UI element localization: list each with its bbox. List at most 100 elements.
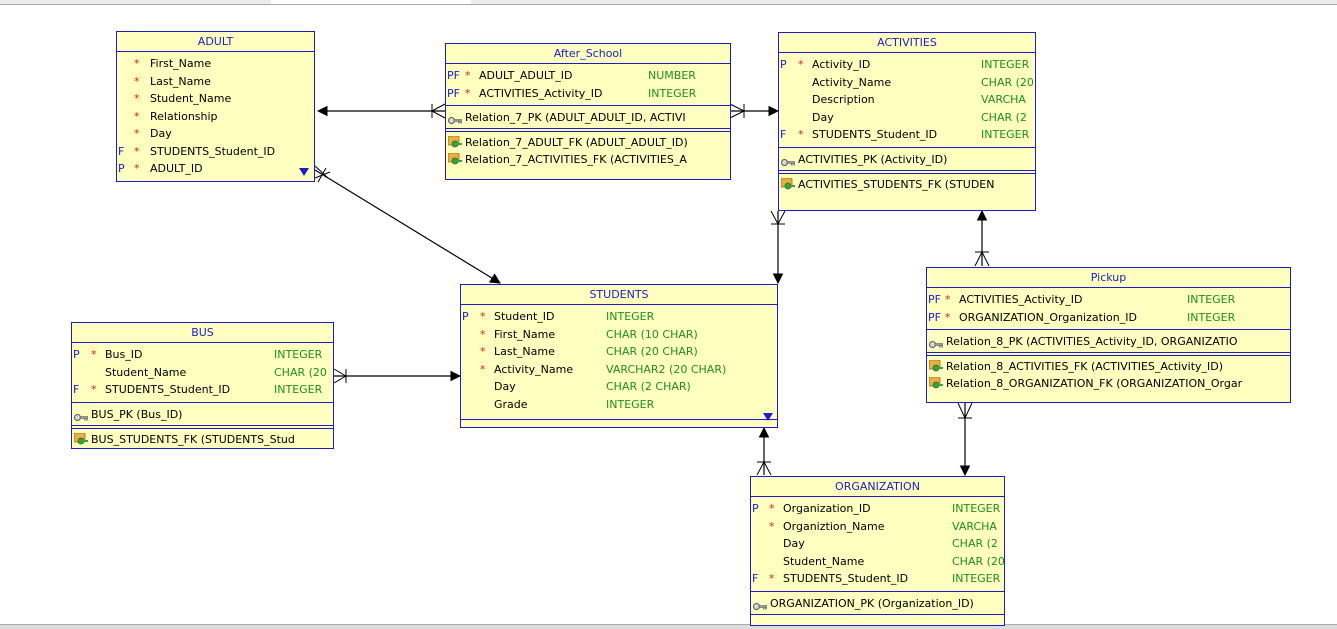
key-flag: PF: [447, 86, 460, 100]
column-row[interactable]: *First_Name: [117, 55, 314, 73]
column-row[interactable]: * Day: [117, 125, 314, 143]
column-type: NUMBER: [648, 69, 696, 82]
column-row[interactable]: *Relationship: [117, 108, 314, 126]
mandatory-marker: *: [769, 572, 775, 585]
column-type: INTEGER: [274, 348, 323, 361]
column-row[interactable]: F*STUDENTS_Student_ID: [117, 143, 314, 161]
column-name: ADULT_ID: [150, 162, 203, 175]
mandatory-marker: *: [945, 293, 951, 306]
column-name: Activity_Name: [494, 362, 574, 376]
column-row[interactable]: P*ADULT_ID: [117, 160, 314, 178]
rel-pickup-activities[interactable]: [974, 209, 990, 267]
down-triangle-icon[interactable]: [763, 413, 773, 421]
mandatory-marker: *: [91, 348, 97, 361]
entity-adult[interactable]: ADULT *First_Name*Last_Name*Student_Name…: [116, 31, 315, 182]
key-flag: F: [752, 572, 759, 585]
column-type: INTEGER: [981, 128, 1030, 141]
rel-afterschool-activities[interactable]: [729, 103, 780, 119]
key-icon: [753, 599, 768, 610]
key-flag: P: [118, 162, 125, 175]
foreign-key-row[interactable]: ACTIVITIES_STUDENTS_FK (STUDEN: [779, 176, 1035, 193]
column-type: INTEGER: [648, 86, 697, 100]
rel-adult-students[interactable]: [314, 165, 501, 284]
key-flag: P: [752, 502, 759, 515]
mandatory-marker: *: [480, 362, 486, 376]
entity-title: After_School: [446, 44, 730, 64]
primary-key-row[interactable]: Relation_7_PK (ADULT_ADULT_ID, ACTIVI: [446, 109, 730, 126]
key-icon: [448, 113, 463, 124]
primary-key-row[interactable]: ORGANIZATION_PK (Organization_ID): [751, 595, 1004, 612]
rel-pickup-organization[interactable]: [957, 402, 973, 477]
mandatory-marker: *: [480, 345, 486, 358]
column-name: Organiztion_Name: [783, 519, 885, 533]
mandatory-marker: *: [134, 57, 140, 70]
column-name: Day: [812, 110, 834, 124]
foreign-key-row[interactable]: BUS_STUDENTS_FK (STUDENTS_Stud: [72, 431, 333, 448]
column-type: CHAR (20: [952, 554, 1005, 568]
rel-activities-students[interactable]: [770, 210, 786, 285]
rel-afterschool-adult[interactable]: [316, 103, 446, 119]
entity-title: ORGANIZATION: [751, 477, 1004, 497]
column-name: Day: [150, 127, 172, 140]
foreign-key-row[interactable]: Relation_8_ORGANIZATION_FK (ORGANIZATION…: [927, 375, 1290, 392]
down-triangle-icon[interactable]: [299, 168, 309, 176]
foreign-key-icon: [928, 359, 943, 372]
key-flag: PF: [447, 69, 460, 82]
column-row[interactable]: *Student_Name: [117, 90, 314, 108]
key-flag: F: [118, 144, 125, 158]
entity-title: ACTIVITIES: [779, 33, 1035, 53]
primary-key-row[interactable]: BUS_PK (Bus_ID): [72, 406, 333, 423]
column-row[interactable]: * Activity_Name VARCHAR2 (20 CHAR): [461, 361, 777, 379]
rel-bus-students[interactable]: [333, 368, 462, 384]
column-type: INTEGER: [274, 383, 323, 396]
primary-key-label: ACTIVITIES_PK (Activity_ID): [798, 152, 948, 166]
rel-organization-students[interactable]: [756, 426, 772, 476]
column-name: Last_Name: [494, 345, 555, 358]
mandatory-marker: *: [798, 128, 804, 141]
primary-key-row[interactable]: Relation_8_PK (ACTIVITIES_Activity_ID, O…: [927, 333, 1290, 350]
column-name: ACTIVITIES_Activity_ID: [959, 293, 1083, 306]
column-row[interactable]: *Last_Name: [117, 73, 314, 91]
primary-key-row[interactable]: ACTIVITIES_PK (Activity_ID): [779, 151, 1035, 168]
mandatory-marker: *: [134, 127, 140, 140]
column-type: VARCHAR2 (20 CHAR): [606, 362, 727, 376]
entity-title: BUS: [72, 323, 333, 343]
foreign-key-row[interactable]: Relation_7_ADULT_FK (ADULT_ADULT_ID): [446, 134, 730, 151]
key-icon: [74, 410, 89, 421]
entity-title: ADULT: [117, 32, 314, 52]
column-name: Grade: [494, 397, 528, 411]
foreign-key-row[interactable]: Relation_7_ACTIVITIES_FK (ACTIVITIES_A: [446, 151, 730, 168]
key-flag: P: [780, 58, 787, 71]
key-icon: [781, 155, 796, 166]
column-type: INTEGER: [952, 502, 1001, 515]
foreign-key-row[interactable]: Relation_8_ACTIVITIES_FK (ACTIVITIES_Act…: [927, 358, 1290, 375]
